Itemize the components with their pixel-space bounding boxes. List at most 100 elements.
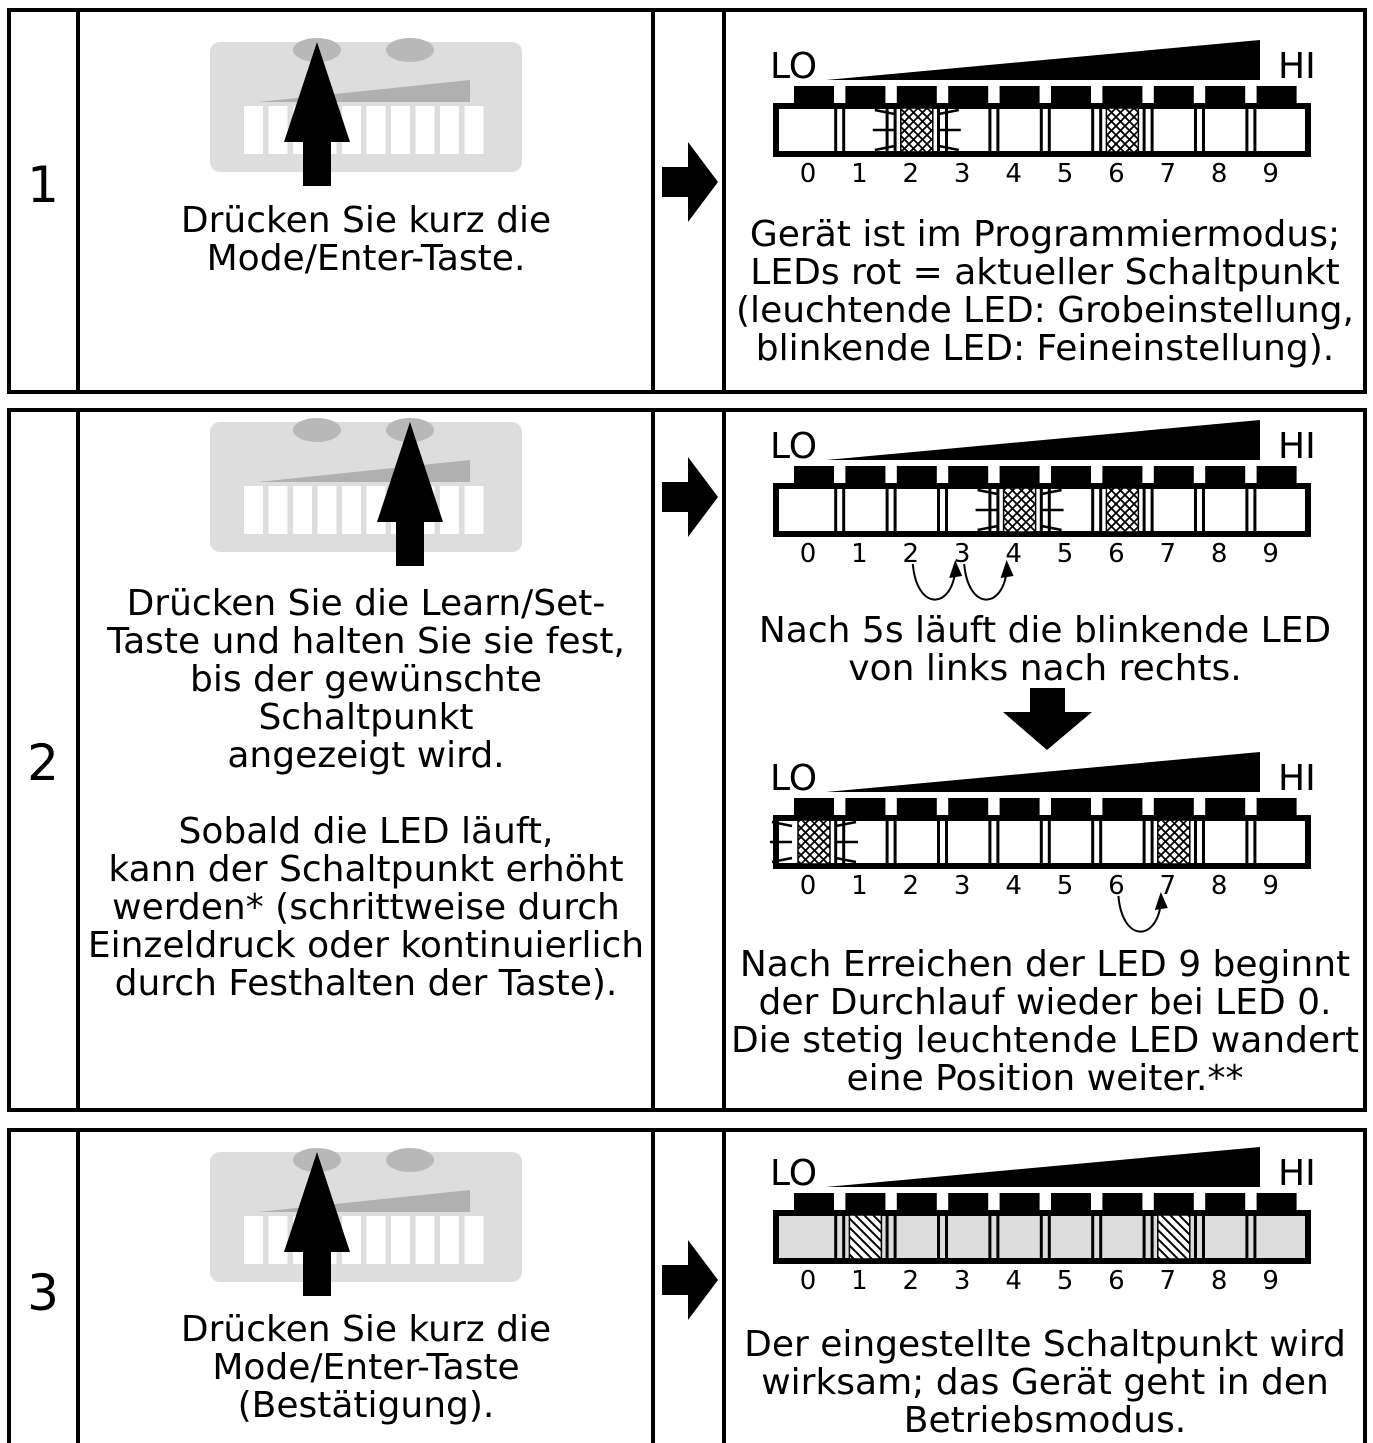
led-cap <box>1102 1193 1143 1213</box>
lo-label: LO <box>770 426 817 467</box>
steady-led <box>1105 487 1140 533</box>
led-digit-label: 5 <box>1057 159 1074 189</box>
led-digit-label: 3 <box>954 539 971 569</box>
device-led-icon <box>342 486 361 534</box>
device-led-icon <box>293 486 312 534</box>
arrowhead-icon <box>1000 560 1014 578</box>
step-2-instruction: Drücken Sie die Learn/Set- Taste und hal… <box>87 583 645 1004</box>
step-number: 3 <box>27 1264 59 1322</box>
led-cap <box>896 1193 937 1213</box>
led-digit-label: 5 <box>1057 539 1074 569</box>
setpoint-led <box>1157 1214 1191 1260</box>
led-cap <box>948 466 989 486</box>
led-digit-label: 1 <box>851 1266 868 1296</box>
device-led-icon <box>415 106 435 154</box>
led-cap <box>845 86 886 106</box>
led-digit-label: 4 <box>1005 871 1022 901</box>
led-digit-label: 3 <box>954 159 971 189</box>
led-cap <box>1051 1193 1091 1213</box>
led-cap <box>794 466 834 486</box>
led-digit-label: 8 <box>1211 159 1228 189</box>
device-led-icon <box>440 486 459 534</box>
step-3-result: Der eingestellte Schaltpunkt wird wirksa… <box>744 1324 1346 1441</box>
blinking-led <box>900 107 934 153</box>
led-digit-label: 2 <box>903 1266 920 1296</box>
led-digit-label: 4 <box>1005 1266 1022 1296</box>
led-cap <box>1102 86 1143 106</box>
device-led-icon <box>440 106 459 154</box>
led-cap <box>896 798 937 818</box>
lo-label: LO <box>770 758 817 799</box>
device-led-icon <box>366 106 386 154</box>
led-digit-label: 9 <box>1262 159 1279 189</box>
led-cap <box>948 798 989 818</box>
led-digit-label: 6 <box>1108 539 1125 569</box>
led-digit-label: 1 <box>851 159 868 189</box>
led-digit-label: 8 <box>1211 1266 1228 1296</box>
learn-set-button-icon <box>386 1148 434 1172</box>
led-cap <box>1102 466 1143 486</box>
led-cap <box>845 466 886 486</box>
curved-arrow-icon <box>963 563 1008 601</box>
steady-led <box>1157 819 1191 865</box>
blink-rays-icon <box>975 488 1064 532</box>
led-digit-label: 8 <box>1211 871 1228 901</box>
device-illustration-step2 <box>210 418 522 566</box>
device-led-icon <box>415 1216 435 1264</box>
level-wedge-icon <box>826 752 1260 792</box>
learn-set-button-icon <box>386 38 434 62</box>
device-led-icon <box>244 486 263 534</box>
lo-label: LO <box>770 46 817 87</box>
device-led-icon <box>366 1216 386 1264</box>
led-digit-label: 5 <box>1057 871 1074 901</box>
led-digit-label: 9 <box>1262 871 1279 901</box>
led-cap <box>1205 466 1246 486</box>
led-digit-label: 8 <box>1211 539 1228 569</box>
led-cap <box>1256 1193 1297 1213</box>
level-wedge-icon <box>826 40 1260 80</box>
led-cap <box>1051 86 1091 106</box>
device-led-icon <box>464 486 484 534</box>
press-arrow-icon <box>377 422 443 566</box>
led-digit-label: 6 <box>1108 1266 1125 1296</box>
led-cap <box>948 1193 989 1213</box>
led-digit-label: 2 <box>903 871 920 901</box>
device-led-icon <box>391 106 410 154</box>
led-digit-label: 4 <box>1005 159 1022 189</box>
device-illustration-step3 <box>210 1148 522 1296</box>
led-cap <box>794 86 834 106</box>
led-digit-label: 3 <box>954 871 971 901</box>
led-cap <box>896 466 937 486</box>
curved-arrow-icon <box>1117 895 1162 933</box>
blink-rays-icon <box>770 820 858 864</box>
led-digit-label: 3 <box>954 1266 971 1296</box>
device-led-icon <box>464 1216 484 1264</box>
led-digit-label: 2 <box>903 159 920 189</box>
led-digit-label: 7 <box>1160 159 1177 189</box>
led-cap <box>1256 798 1297 818</box>
lo-label: LO <box>770 1153 817 1194</box>
led-cap <box>1153 1193 1194 1213</box>
device-led-icon <box>268 106 288 154</box>
led-cap <box>1102 798 1143 818</box>
led-cap <box>999 86 1040 106</box>
device-led-icon <box>391 1216 410 1264</box>
device-led-icon <box>464 106 484 154</box>
led-digit-label: 0 <box>800 159 817 189</box>
curved-arrow-icon <box>911 563 957 601</box>
led-digit-label: 7 <box>1160 539 1177 569</box>
led-cap <box>1205 86 1246 106</box>
led-cap <box>1153 798 1194 818</box>
led-cap <box>1153 466 1194 486</box>
step-1-frame <box>7 8 1367 394</box>
step-3-instruction: Drücken Sie kurz die Mode/Enter-Taste (B… <box>180 1309 552 1426</box>
hi-label: HI <box>1278 758 1316 799</box>
led-digit-label: 9 <box>1262 539 1279 569</box>
led-cap <box>1205 798 1246 818</box>
device-led-icon <box>317 486 337 534</box>
step-2-result-a: Nach 5s läuft die blinkende LED von link… <box>758 610 1332 689</box>
led-cap <box>845 798 886 818</box>
led-cap <box>1153 86 1194 106</box>
